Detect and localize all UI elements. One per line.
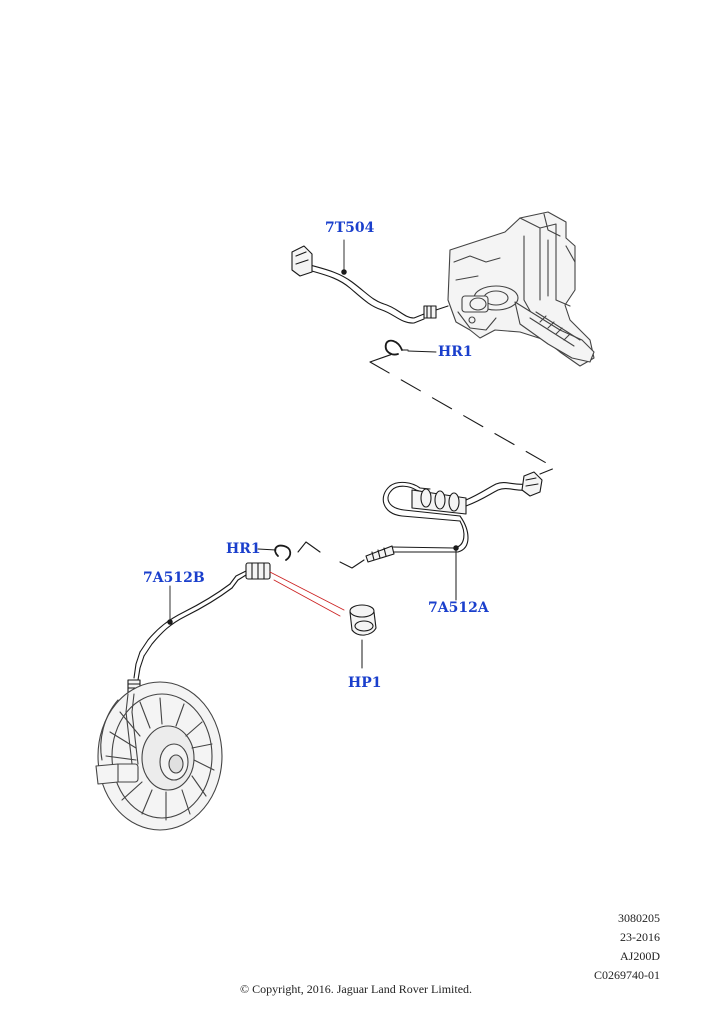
hose-7a512b — [127, 562, 271, 695]
drawing-info: 3080205 23-2016 AJ200D C0269740-01 — [594, 909, 660, 985]
protective-cap-hp1 — [349, 604, 377, 669]
hose-break-marks — [297, 541, 365, 569]
drawing-model: AJ200D — [619, 949, 660, 963]
callout-7a512b[interactable]: 7A512B — [143, 570, 205, 586]
callout-leaders — [169, 239, 437, 623]
dashed-connection-line — [369, 349, 556, 475]
callout-hp1[interactable]: HP1 — [348, 675, 382, 691]
drawing-date: 23-2016 — [620, 930, 660, 944]
retaining-ring-hr1-upper — [384, 339, 409, 356]
hose-7t504 — [291, 245, 449, 324]
callout-hr1-upper[interactable]: HR1 — [438, 344, 473, 360]
copyright-notice: © Copyright, 2016. Jaguar Land Rover Lim… — [239, 982, 473, 996]
clutch-pressure-plate — [95, 681, 223, 831]
clutch-pedal-assembly — [447, 211, 595, 367]
retaining-ring-hr1-middle — [274, 544, 292, 561]
callout-leaders-red — [269, 571, 345, 617]
drawing-number: 3080205 — [618, 911, 660, 925]
callout-7a512a[interactable]: 7A512A — [428, 600, 489, 616]
callout-hr1-middle[interactable]: HR1 — [226, 541, 261, 557]
drawing-reference: C0269740-01 — [594, 968, 660, 982]
hose-7a512a — [365, 471, 543, 601]
callout-7t504[interactable]: 7T504 — [325, 220, 375, 236]
